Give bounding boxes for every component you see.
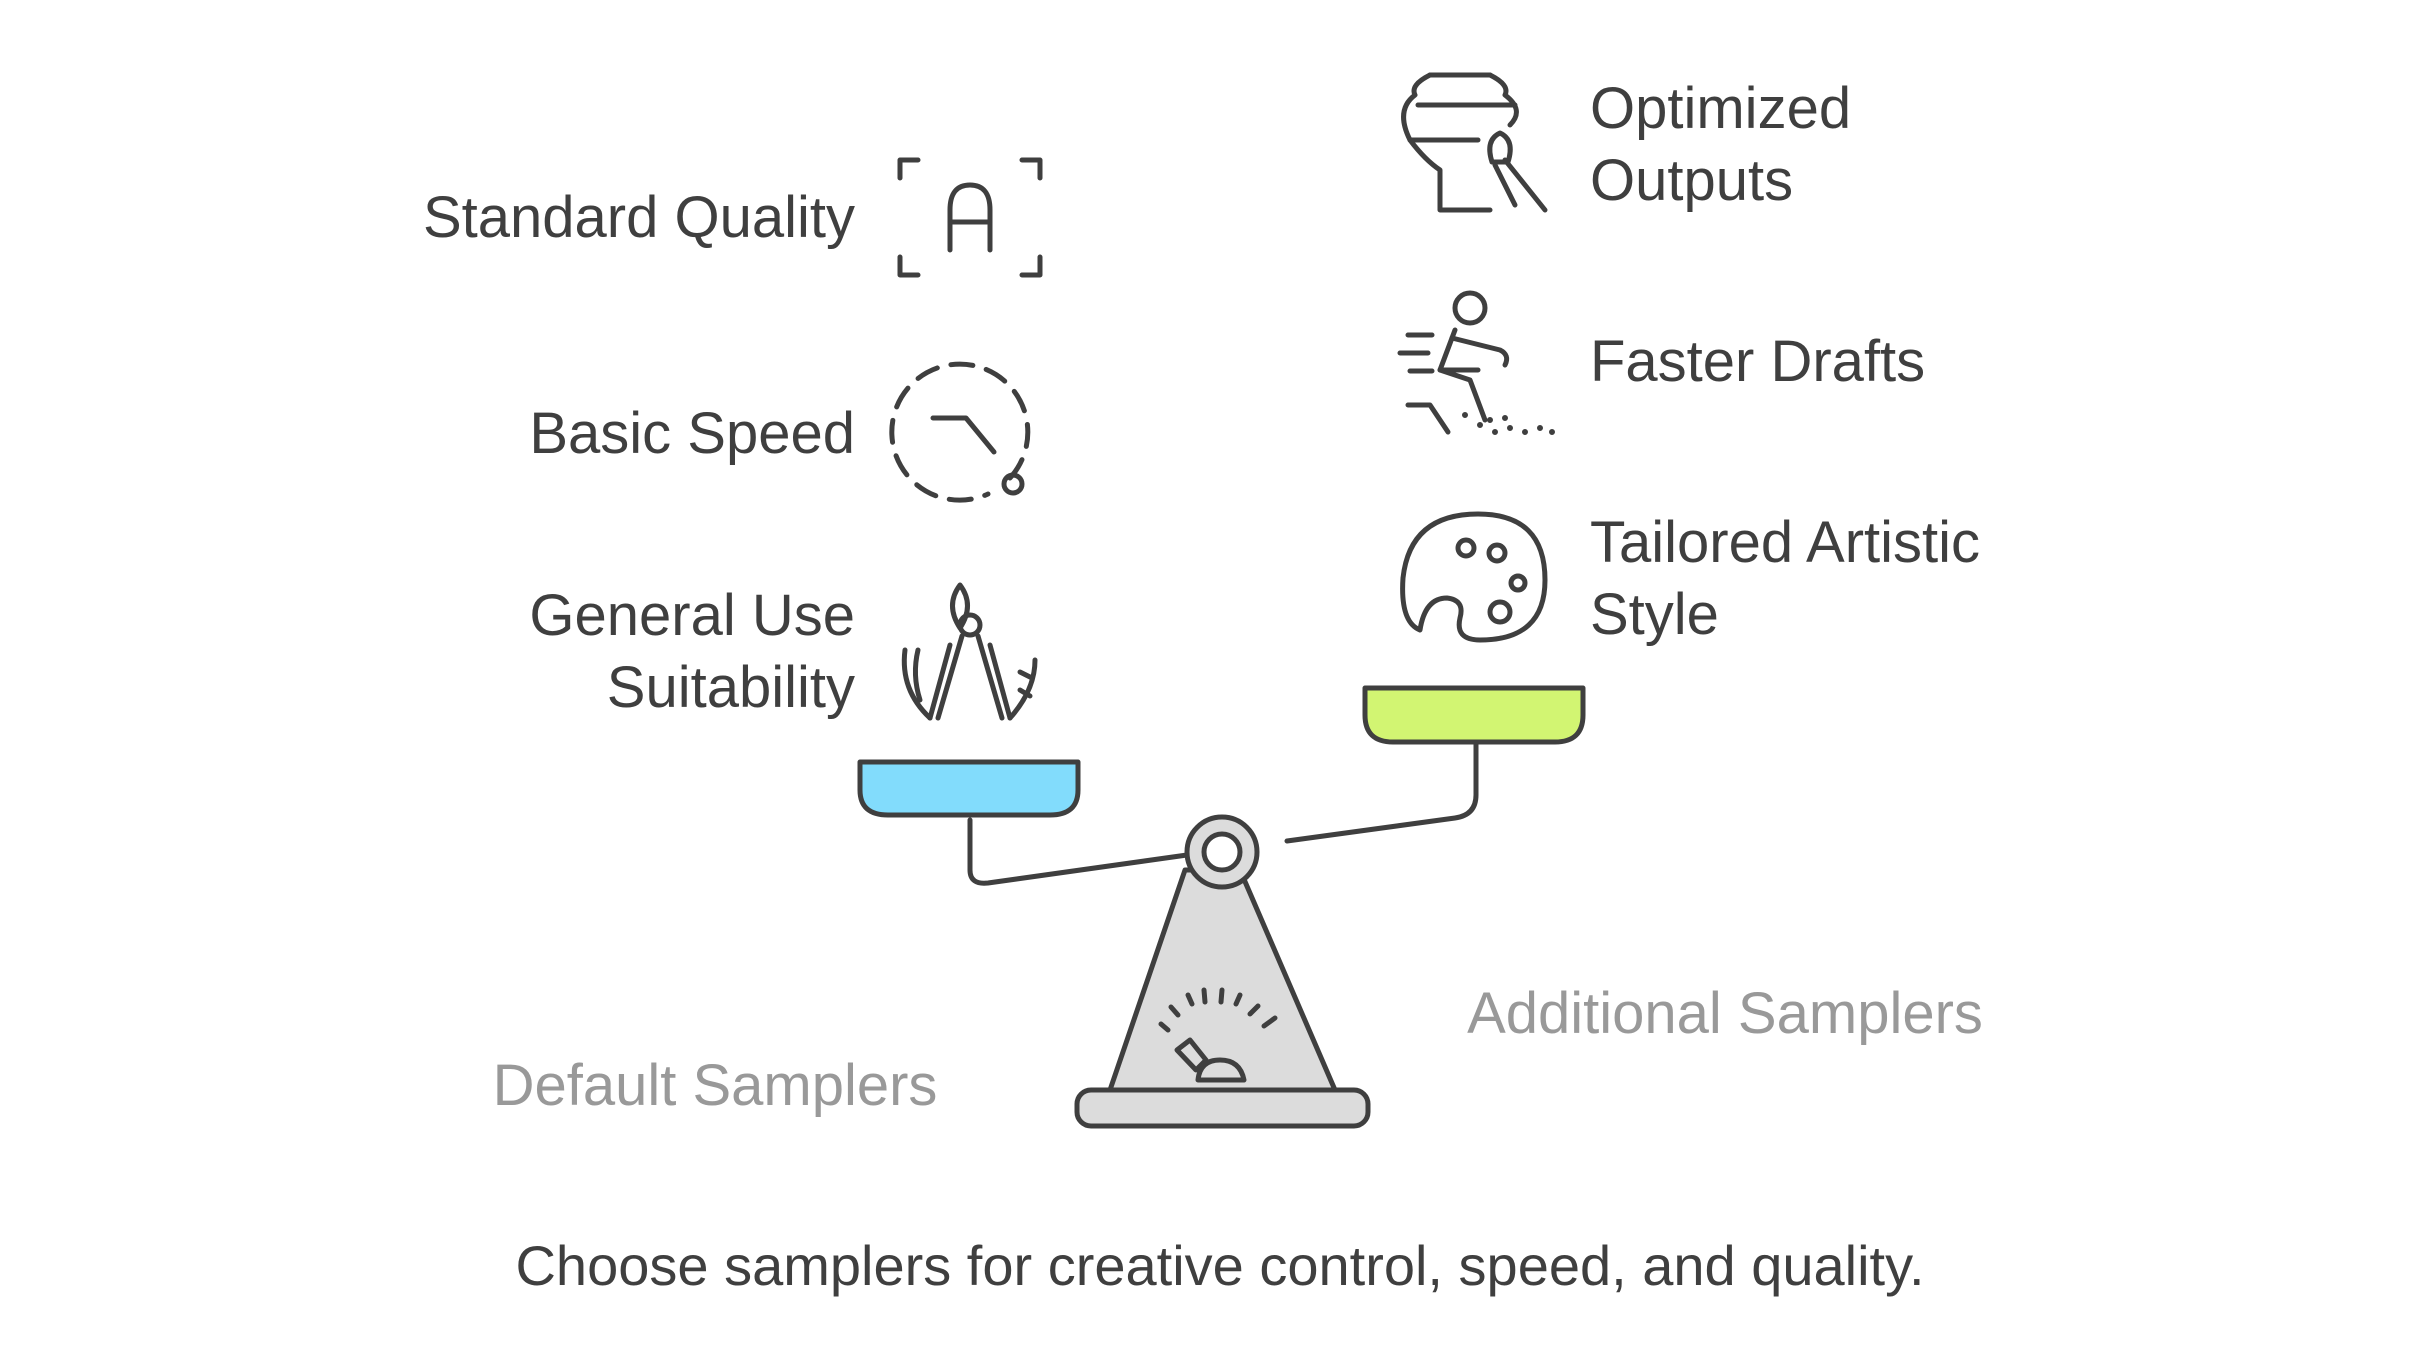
right-item-label: Faster Drafts [1590,329,1925,394]
left-item-label: General Use [529,583,855,648]
scale-base [1074,1087,1371,1129]
balance-scale [857,685,1586,1129]
left-item-label: Suitability [607,655,855,720]
running-person-icon [1397,290,1555,435]
gauge-icon [1158,987,1278,1083]
left-item-label: Basic Speed [529,401,855,466]
right-item-label: Tailored Artistic [1590,510,1980,575]
right-item-label: Optimized [1590,76,1851,141]
palette-icon [1400,511,1548,643]
text-frame-icon [897,157,1043,278]
scale-stand [1107,867,1338,1093]
speed-dial-icon [889,361,1031,503]
multi-tool-icon [901,582,1038,721]
caption: Choose samplers for creative control, sp… [515,1234,1924,1297]
right-item-label: Style [1590,582,1719,647]
right-scale-pan [1362,685,1586,745]
scale-beam [967,737,1479,886]
left-scale-pan [857,759,1081,818]
right-item-label: Outputs [1590,148,1793,213]
left-item-label: Standard Quality [423,185,855,250]
vase-brush-icon [1401,72,1548,213]
right-group-title: Additional Samplers [1467,981,1983,1046]
left-group-title: Default Samplers [493,1053,938,1118]
